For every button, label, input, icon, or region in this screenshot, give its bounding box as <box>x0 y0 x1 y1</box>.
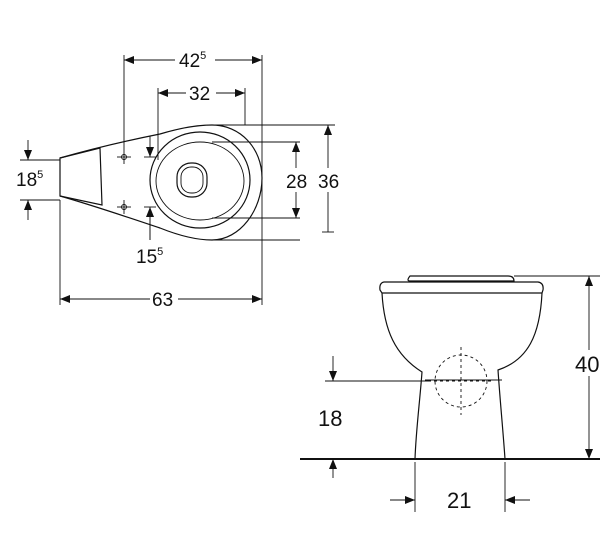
svg-text:155: 155 <box>136 246 163 268</box>
dim-outlet-centre-height: 18 <box>318 356 342 478</box>
dim-overall-length: 63 <box>60 287 262 311</box>
bowl-rim <box>149 131 251 229</box>
top-view: 425 32 28 36 <box>16 48 342 311</box>
dim-total-height: 40 <box>574 276 600 459</box>
water-outlet-inner <box>180 166 204 194</box>
dim-outlet-height-value: 18 <box>16 170 37 191</box>
pan-rim <box>379 281 544 294</box>
fixing-hole-top <box>117 150 131 164</box>
svg-text:185: 185 <box>16 169 43 191</box>
dim-bowl-width: 425 <box>124 48 262 72</box>
pan-bowl <box>381 292 543 460</box>
dim-bowl-width-value: 42 <box>179 51 200 72</box>
dim-outlet-height-sup: 5 <box>37 169 43 181</box>
dim-bowl-inner-depth: 28 <box>284 142 310 218</box>
bowl-inner <box>155 141 245 221</box>
dim-fixing-spacing: 32 <box>158 82 245 105</box>
dim-bowl-outer-depth-value: 36 <box>318 172 339 193</box>
dim-outlet-centre-height-value: 18 <box>318 406 342 431</box>
seat <box>407 275 515 282</box>
fixing-hole-bottom <box>117 200 131 214</box>
dim-foot-width-value: 21 <box>447 488 471 513</box>
svg-text:425: 425 <box>179 50 206 72</box>
water-outlet <box>176 162 208 198</box>
dim-fixing-offset: 155 <box>136 136 163 268</box>
dim-fixing-offset-value: 15 <box>136 247 157 268</box>
dim-bowl-outer-depth: 36 <box>316 125 342 233</box>
dim-bowl-inner-depth-value: 28 <box>286 172 307 193</box>
dim-fixing-spacing-value: 32 <box>189 84 210 105</box>
dim-overall-length-value: 63 <box>152 290 173 311</box>
dim-total-height-value: 40 <box>575 352 599 377</box>
dim-foot-width: 21 <box>390 488 530 513</box>
side-view: 18 40 21 <box>300 275 600 513</box>
dim-bowl-width-sup: 5 <box>200 50 206 62</box>
dim-fixing-offset-sup: 5 <box>157 246 163 258</box>
dim-outlet-height: 185 <box>16 140 43 220</box>
